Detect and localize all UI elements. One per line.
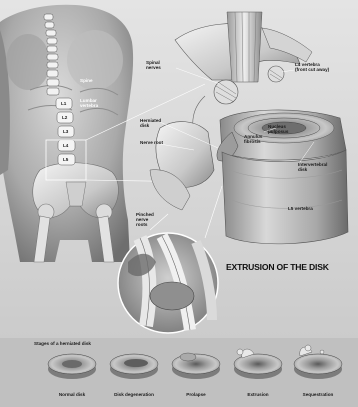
label-lumbar-vertebra: Lumbar vertebra [80,98,98,108]
label-l4: L4 [63,143,68,148]
label-l4-vertebra: L4 vertebra (front cut away) [295,62,329,72]
label-l5-vertebra: L5 vertebra [288,206,313,211]
label-spinal-nerves: Spinal nerves [146,60,161,70]
diagram-title: EXTRUSION OF THE DISK [226,262,329,272]
label-l2: L2 [62,115,67,120]
zoom-circle [118,233,218,333]
label-l5: L5 [63,157,68,162]
label-l3: L3 [63,129,68,134]
label-nerve-root: Nerve root [140,140,163,145]
label-pinched-nerve-roots: Pinched nerve roots [136,212,154,227]
stages-heading: Stages of a herniated disk [34,341,91,346]
label-annulus-fibrosis: Annulus fibrosis [244,134,262,144]
label-herniated-disk: Herniated disk [140,118,161,128]
label-nucleus-pulposus: Nucleus pulposus [268,124,288,134]
label-l1: L1 [61,101,66,106]
stage-label-normal: Normal disk [42,392,102,397]
label-intervertebral-disk: Intervertebral disk [298,162,327,172]
stage-label-sequestration: Sequestration [288,392,348,397]
label-spine: Spine [80,78,93,83]
stage-label-extrusion: Extrusion [228,392,288,397]
stage-label-degeneration: Disk degeneration [104,392,164,397]
stage-label-prolapse: Prolapse [166,392,226,397]
